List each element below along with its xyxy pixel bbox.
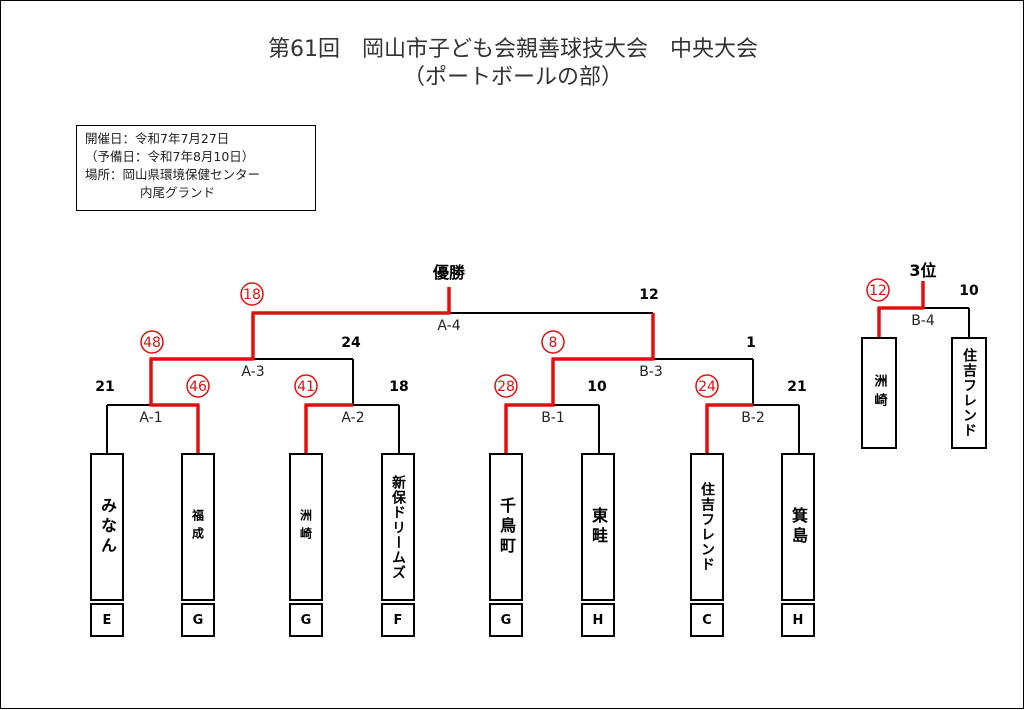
venue: 場所：岡山県環境保健センター (85, 167, 261, 182)
score-b3-right: 1 (746, 335, 756, 351)
score-b3-left: 8 (549, 335, 558, 351)
match-label-b1: B-1 (541, 410, 565, 426)
team-name: 洲崎 (298, 509, 313, 545)
bracket-winner-lines (149, 281, 925, 453)
team-box: 住吉フレンド (690, 453, 724, 601)
team-name: 洲崎 (871, 374, 887, 412)
score-a1-left: 21 (95, 379, 114, 395)
venue-detail: 内尾グランド (140, 185, 216, 200)
third-place-team-box: 住吉フレンド (951, 337, 987, 449)
third-place-label: 3位 (909, 261, 936, 280)
score-b4-right: 10 (959, 283, 979, 299)
team-name: 住吉フレンド (961, 348, 977, 438)
third-place-team-box: 洲崎 (861, 337, 897, 449)
circle-b2 (695, 374, 719, 398)
match-label-b2: B-2 (741, 410, 765, 426)
score-a4-right: 12 (639, 287, 658, 303)
match-label-a3: A-3 (241, 364, 264, 380)
team-box: 新保ドリームズ (381, 453, 415, 601)
team-box: 洲崎 (289, 453, 323, 601)
team-box: 千鳥町 (489, 453, 523, 601)
match-label-a1: A-1 (139, 410, 162, 426)
match-label-a4: A-4 (437, 318, 460, 334)
circle-b3 (541, 330, 565, 354)
team-box: みなん (90, 453, 124, 601)
page-title: 第61回 岡山市子ども会親善球技大会 中央大会 (268, 37, 758, 62)
team-box: 東畦 (581, 453, 615, 601)
score-b2-left: 24 (698, 379, 716, 395)
group-letter: E (90, 603, 124, 637)
circle-b4 (866, 278, 890, 302)
score-b1-right: 10 (587, 379, 607, 395)
champion-label: 優勝 (432, 263, 466, 282)
team-name: 住吉フレンド (699, 482, 715, 572)
page-subtitle: （ポートボールの部） (402, 65, 623, 90)
score-b2-right: 21 (787, 379, 806, 395)
circle-a1 (186, 374, 210, 398)
team-name: 新保ドリームズ (390, 474, 406, 580)
score-a3-right: 24 (341, 335, 361, 351)
team-name: みなん (98, 497, 117, 557)
group-letter: H (781, 603, 815, 637)
event-date: 開催日：令和7年7月27日 (85, 131, 230, 146)
match-label-b4: B-4 (911, 313, 935, 329)
team-name: 千鳥町 (497, 497, 516, 557)
match-label-a2: A-2 (341, 410, 364, 426)
group-letter: H (581, 603, 615, 637)
reserve-date: （予備日：令和7年8月10日） (85, 149, 255, 164)
score-a3-left: 48 (143, 335, 161, 351)
team-name: 箕島 (789, 507, 808, 547)
circle-a2 (294, 374, 318, 398)
team-box: 福成 (181, 453, 215, 601)
match-label-b3: B-3 (639, 364, 663, 380)
group-letter: G (289, 603, 323, 637)
score-b4-left: 12 (869, 283, 887, 299)
circle-b1 (494, 374, 518, 398)
team-box: 箕島 (781, 453, 815, 601)
bracket-black-lines (106, 307, 970, 453)
group-letter: F (381, 603, 415, 637)
team-name: 福成 (190, 509, 205, 545)
score-a2-right: 18 (389, 379, 408, 395)
circle-a4 (240, 282, 264, 306)
group-letter: G (489, 603, 523, 637)
score-a4-left: 18 (243, 287, 261, 303)
group-letter: C (690, 603, 724, 637)
score-a2-left: 41 (297, 379, 315, 395)
score-b1-left: 28 (497, 379, 515, 395)
group-letter: G (181, 603, 215, 637)
team-name: 東畦 (589, 507, 608, 547)
event-info-box: 開催日：令和7年7月27日 （予備日：令和7年8月10日） 場所：岡山県環境保健… (76, 125, 316, 211)
circle-a3 (140, 330, 164, 354)
score-a1-right: 46 (189, 379, 207, 395)
